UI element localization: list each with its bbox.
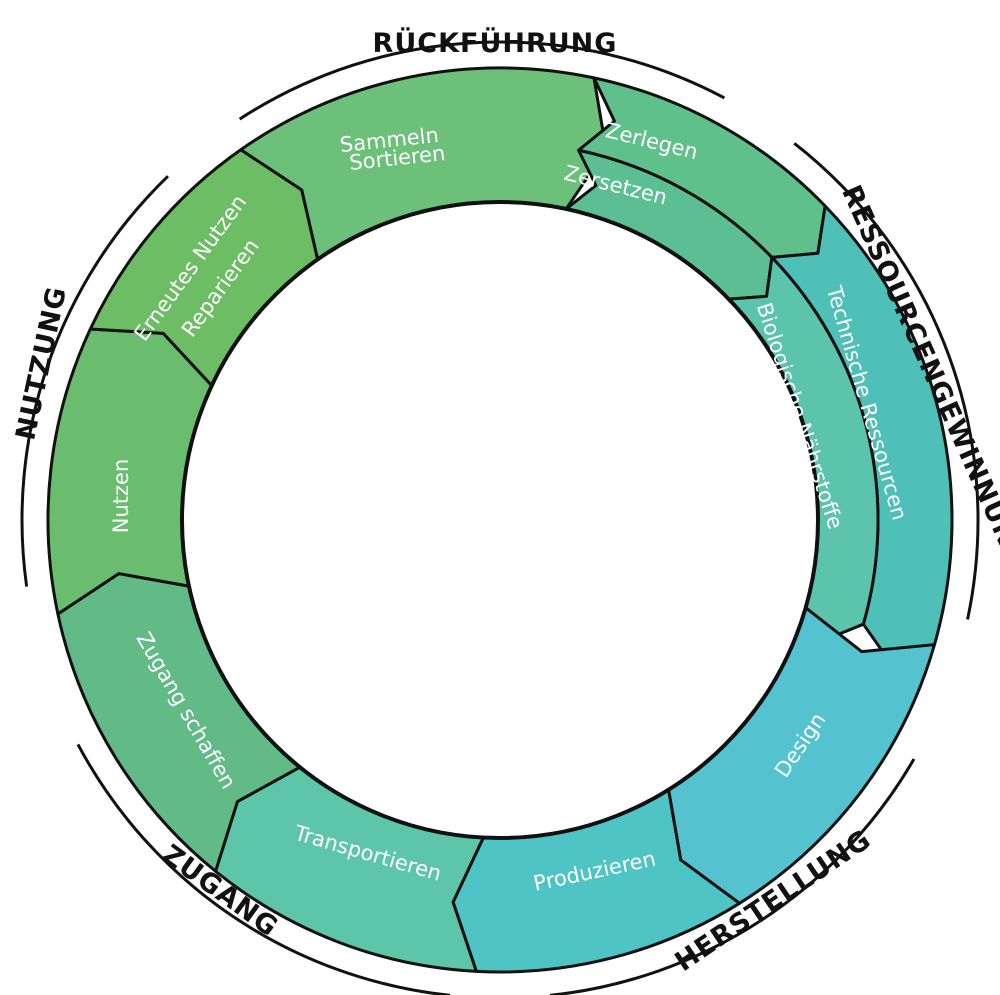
inner-ring-outline — [180, 200, 820, 840]
phase-arc-zugang — [76, 743, 451, 995]
phase-arc-nutzung — [20, 175, 169, 587]
phase-arc-herstellung — [549, 758, 916, 995]
phase-label-rueckfuehrung: RÜCKFÜHRUNG — [373, 26, 618, 59]
phase-arc-rueckfuehrung — [238, 40, 726, 121]
phase-arc-ressourcengewinnung — [793, 142, 980, 620]
label-nutzen: Nutzen — [109, 459, 133, 534]
